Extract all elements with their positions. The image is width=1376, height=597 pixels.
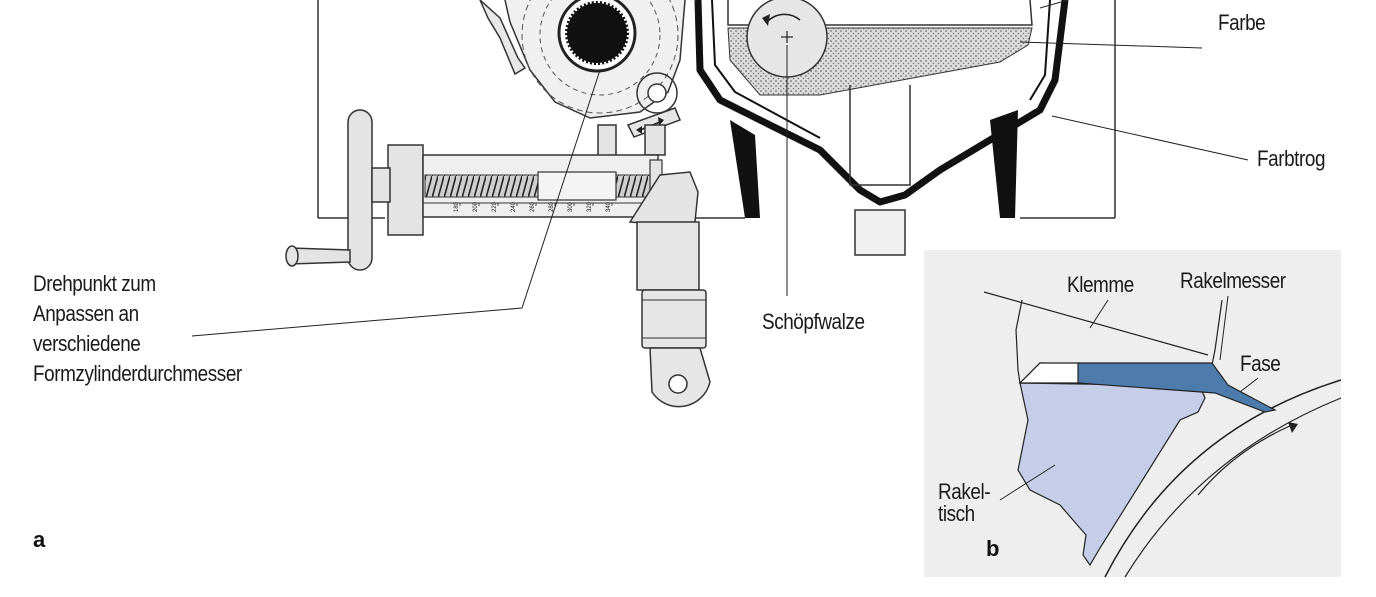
panel-letter-b: b (986, 536, 1000, 561)
scale-ticks: 180 200 220 240 260 280 300 320 340 (454, 201, 613, 212)
scale-tick-label: 300 (568, 201, 574, 212)
handwheel (285, 109, 391, 271)
hydraulic-strut (628, 171, 711, 408)
scale-tick-label: 180 (454, 201, 460, 212)
label-farbe: Farbe (1218, 10, 1266, 35)
panel-letter-a: a (33, 527, 46, 552)
label-drehpunkt-line-4: Formzylinderdurchmesser (33, 361, 242, 386)
scale-tick-label: 340 (606, 201, 612, 212)
label-schoepfwalze: Schöpfwalze (762, 309, 865, 334)
cylinder-arm (479, 0, 527, 76)
forming-cylinder (504, 0, 686, 119)
label-drehpunkt-line-1: Drehpunkt zum (33, 271, 156, 296)
pivot-joint (626, 72, 681, 138)
label-klemme: Klemme (1067, 272, 1134, 297)
farbe-leader (1019, 41, 1203, 49)
scale-tick-label: 260 (530, 201, 536, 212)
drehpunkt-leader (191, 69, 601, 337)
label-fase: Fase (1240, 351, 1281, 376)
scale-tick-label: 200 (473, 201, 479, 212)
label-rakeltisch-line-2: tisch (938, 501, 975, 526)
scale-tick-label: 220 (492, 201, 498, 212)
rakelmesser-blade (1077, 362, 1277, 413)
scale-tick-label: 280 (549, 201, 555, 212)
farbtrog-leader (1051, 115, 1249, 161)
label-rakelmesser: Rakelmesser (1180, 268, 1286, 293)
label-farbtrog: Farbtrog (1257, 146, 1326, 171)
inset-panel-b (924, 250, 1342, 578)
fountain-roller (746, 0, 828, 296)
adjustment-spindle (387, 124, 666, 236)
label-rakeltisch-line-1: Rakel- (938, 479, 991, 504)
farbe-top-leader (1039, 0, 1069, 9)
label-drehpunkt-line-3: verschiedene (33, 331, 141, 356)
rakeltisch-shape (1017, 382, 1206, 567)
scale-tick-label: 320 (587, 201, 593, 212)
label-drehpunkt-line-2: Anpassen an (33, 301, 139, 326)
scale-tick-label: 240 (511, 201, 517, 212)
